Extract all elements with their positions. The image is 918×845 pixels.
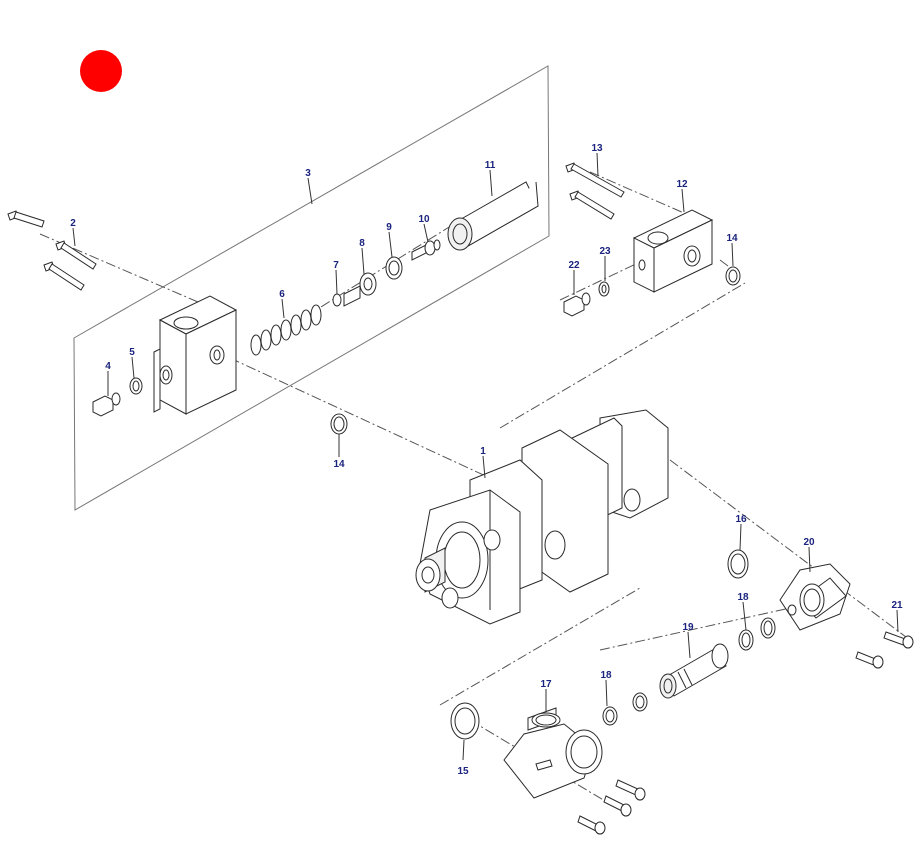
label-part-10: 10 [418, 214, 430, 225]
label-part-22: 22 [568, 260, 580, 271]
label-part-9: 9 [386, 222, 392, 233]
label-part-1: 1 [480, 446, 486, 457]
label-part-20: 20 [803, 537, 815, 548]
part-10-adjuster [411, 239, 441, 261]
part-9-o-ring [385, 256, 403, 280]
part-2-bolts [7, 210, 97, 291]
label-part-16: 16 [735, 514, 747, 525]
status-marker-red-dot [80, 50, 122, 92]
part-3-valve-housing [153, 295, 238, 415]
label-part-2: 2 [70, 218, 76, 229]
part-17-elbow-fitting [503, 707, 603, 799]
part-11-cap [447, 181, 539, 251]
part-6-spring [250, 304, 322, 356]
label-part-7: 7 [333, 260, 339, 271]
part-number-labels: 3 2 4 5 6 7 8 9 10 11 12 13 14 14 22 23 … [70, 143, 903, 777]
label-part-19: 19 [682, 622, 694, 633]
part-23-seal-ring [598, 281, 610, 297]
part-18-o-rings-lower [602, 692, 648, 726]
label-part-12: 12 [676, 179, 688, 190]
part-21-screws [855, 631, 914, 669]
label-part-21: 21 [891, 600, 903, 611]
label-part-4: 4 [105, 361, 111, 372]
label-part-5: 5 [129, 347, 135, 358]
valve-assembly-frame [73, 65, 550, 511]
label-part-11: 11 [485, 160, 496, 171]
part-20-elbow-fitting [779, 563, 851, 631]
part-1-gear-pump [415, 409, 669, 625]
part-13-bolts [565, 162, 625, 220]
part-8-poppet [343, 272, 377, 307]
label-part-3: 3 [305, 168, 311, 179]
part-14-o-ring-upper [725, 266, 741, 286]
label-part-14-upper: 14 [726, 233, 738, 244]
part-7-small-ring [332, 293, 342, 307]
label-part-18-lower: 18 [600, 670, 612, 681]
label-part-18-upper: 18 [737, 592, 749, 603]
label-part-13: 13 [591, 143, 603, 154]
label-part-17: 17 [540, 679, 552, 690]
label-part-14-lower: 14 [333, 459, 345, 470]
part-5-seal-ring [129, 377, 143, 395]
label-leader-lines [72, 152, 899, 761]
part-18-o-rings-upper [738, 617, 776, 651]
label-part-8: 8 [359, 238, 365, 249]
label-part-23: 23 [599, 246, 611, 257]
part-4-plug [92, 392, 121, 417]
part-12-flange-block [632, 209, 714, 293]
label-part-6: 6 [279, 289, 285, 300]
part-19-tube-connector [659, 643, 729, 699]
label-part-15: 15 [457, 766, 469, 777]
part-17-screws [577, 779, 646, 835]
part-22-plug [563, 292, 591, 317]
